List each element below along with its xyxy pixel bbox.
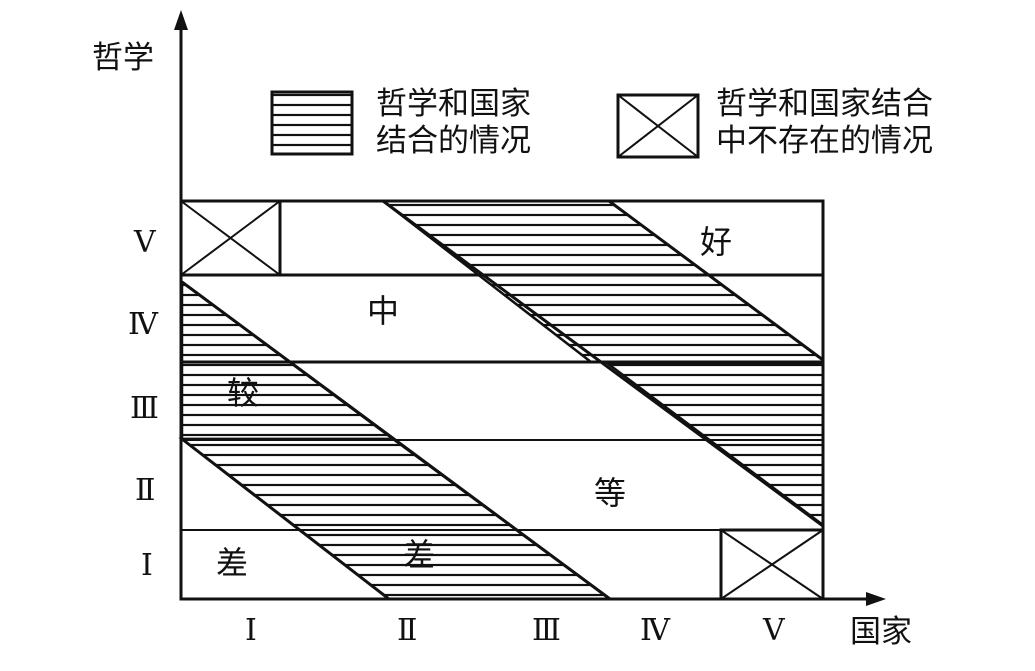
region-label-poor-right: 差 <box>403 536 435 574</box>
diagonal-lower <box>181 437 390 601</box>
x-axis-title: 国家 <box>850 614 912 650</box>
diagram-frame <box>179 199 825 601</box>
legend-crossed-label-line1: 哲学和国家结合 <box>716 86 933 122</box>
y-tick-label: Ⅲ <box>130 391 159 426</box>
legend-hatched-label-line2: 结合的情况 <box>376 123 531 159</box>
y-tick-label: Ⅱ <box>135 473 155 508</box>
x-axis-arrow <box>866 592 886 606</box>
crossed-box-top-left <box>179 199 282 277</box>
y-tick-label: Ⅰ <box>141 548 153 583</box>
y-tick-labels: Ⅴ Ⅳ Ⅲ Ⅱ Ⅰ <box>128 225 159 583</box>
grid <box>179 199 825 601</box>
y-tick-label: Ⅳ <box>128 307 159 342</box>
x-tick-label: Ⅳ <box>640 613 671 648</box>
y-tick-label: Ⅴ <box>133 225 157 260</box>
diagonal-right-lower <box>382 199 824 528</box>
legend-hatched-label-line1: 哲学和国家 <box>376 86 531 122</box>
hatched-band-top <box>379 199 825 364</box>
region-labels: 好 中 较 等 差 差 <box>216 223 732 582</box>
crossed-box-bottom-right <box>719 528 825 601</box>
region-label-good: 好 <box>700 223 732 261</box>
region-label-equal: 等 <box>594 474 626 512</box>
legend-crossed-label-line2: 中不存在的情况 <box>716 123 933 159</box>
x-tick-labels: Ⅰ Ⅱ Ⅲ Ⅳ Ⅴ <box>245 613 786 648</box>
legend-hatched-swatch <box>270 90 354 156</box>
diagonal-right <box>608 199 824 362</box>
x-tick-label: Ⅴ <box>762 613 786 648</box>
y-axis-title: 哲学 <box>92 40 154 76</box>
x-tick-label: Ⅲ <box>532 613 561 648</box>
y-axis-arrow <box>174 10 188 30</box>
region-label-fair: 较 <box>227 374 259 412</box>
region-label-medium: 中 <box>367 292 399 330</box>
x-tick-label: Ⅰ <box>245 613 257 648</box>
legend: 哲学和国家 结合的情况 哲学和国家结合 中不存在的情况 <box>270 86 933 159</box>
region-label-poor-left: 差 <box>216 544 248 582</box>
diagonal-upper <box>181 280 611 601</box>
x-tick-label: Ⅱ <box>397 613 417 648</box>
legend-crossed-swatch <box>616 93 700 159</box>
